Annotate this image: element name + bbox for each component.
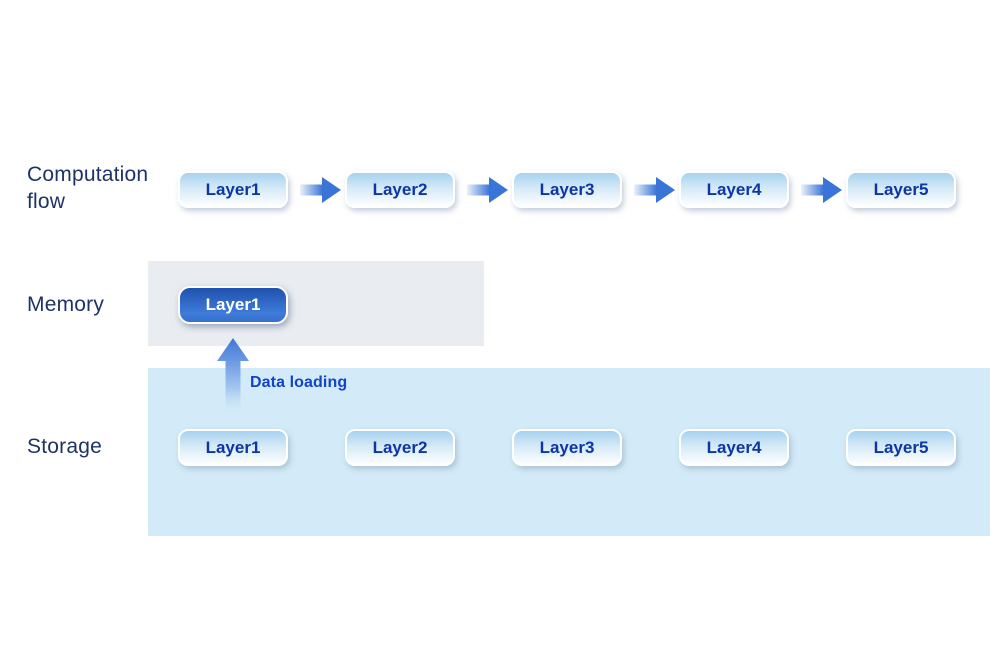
data-loading-label: Data loading bbox=[250, 374, 348, 391]
computation-layer-box: Layer3 bbox=[512, 171, 622, 208]
storage-layer-box: Layer4 bbox=[679, 429, 789, 466]
flow-right-arrow-icon bbox=[634, 177, 675, 203]
flow-right-arrow-icon bbox=[801, 177, 842, 203]
storage-layer-box: Layer5 bbox=[846, 429, 956, 466]
storage-layer-box: Layer1 bbox=[178, 429, 288, 466]
computation-layer-box: Layer5 bbox=[846, 171, 956, 208]
computation-layer-box: Layer1 bbox=[178, 171, 288, 208]
computation-flow-label: Computation flow bbox=[27, 163, 149, 213]
storage-layer-box: Layer3 bbox=[512, 429, 622, 466]
storage-layer-box: Layer2 bbox=[345, 429, 455, 466]
flow-right-arrow-icon bbox=[467, 177, 508, 203]
memory-label: Memory bbox=[27, 293, 105, 316]
data-loading-arrow-icon bbox=[217, 338, 249, 415]
memory-loaded-layer-box: Layer1 bbox=[178, 286, 288, 324]
computation-layer-box: Layer4 bbox=[679, 171, 789, 208]
computation-layer-box: Layer2 bbox=[345, 171, 455, 208]
storage-label: Storage bbox=[27, 435, 102, 458]
flow-right-arrow-icon bbox=[300, 177, 341, 203]
